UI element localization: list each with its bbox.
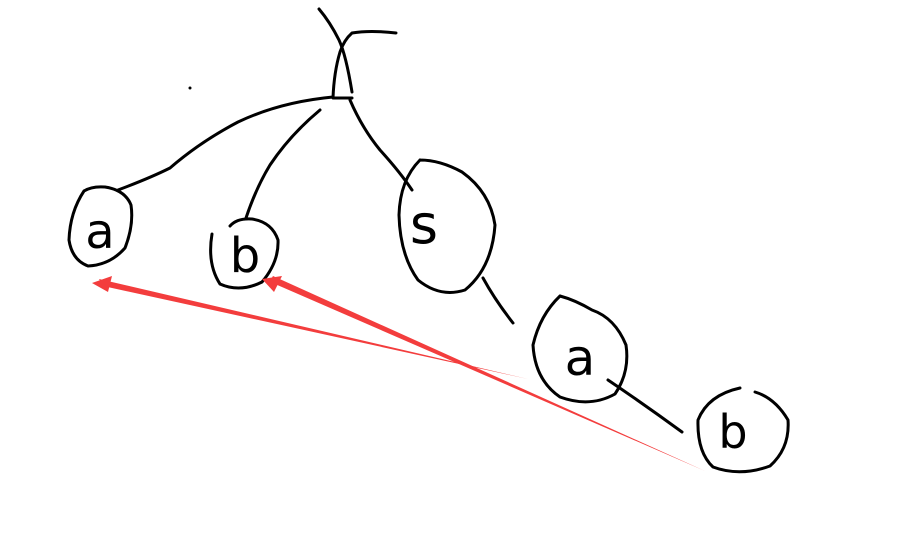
node-outline [209,217,280,290]
node-label: b [718,405,747,459]
root-stroke-right [331,30,398,100]
node-s-right: s [397,158,497,294]
edge-s-right-a-lower [481,276,515,325]
pointer-arrow-to-b-middle [262,276,705,471]
node-label: a [85,204,114,260]
root-node [317,7,398,100]
arrow-shaft [270,276,705,471]
edge-root-s-right [348,98,414,192]
node-outline [531,294,629,404]
pointer-arrow-to-a-left [92,276,528,379]
node-label: s [410,193,438,256]
edge-a-lower-b-lower [606,378,684,434]
node-outline [67,185,134,268]
edge-root-b-middle [244,108,322,220]
node-b-middle: b [209,217,280,290]
arrowhead [92,276,112,292]
node-label: b [230,228,260,284]
node-outline [397,158,497,294]
node-outline [696,386,790,474]
root-stroke-left [317,7,354,94]
stray-dot [188,86,192,90]
node-label: a [565,329,596,387]
edge-root-a-left [116,95,335,192]
arrow-shaft [99,279,528,379]
node-a-left: a [67,185,134,268]
node-a-lower: a [531,294,629,404]
arrowhead [262,276,282,292]
node-b-lower: b [696,386,790,474]
